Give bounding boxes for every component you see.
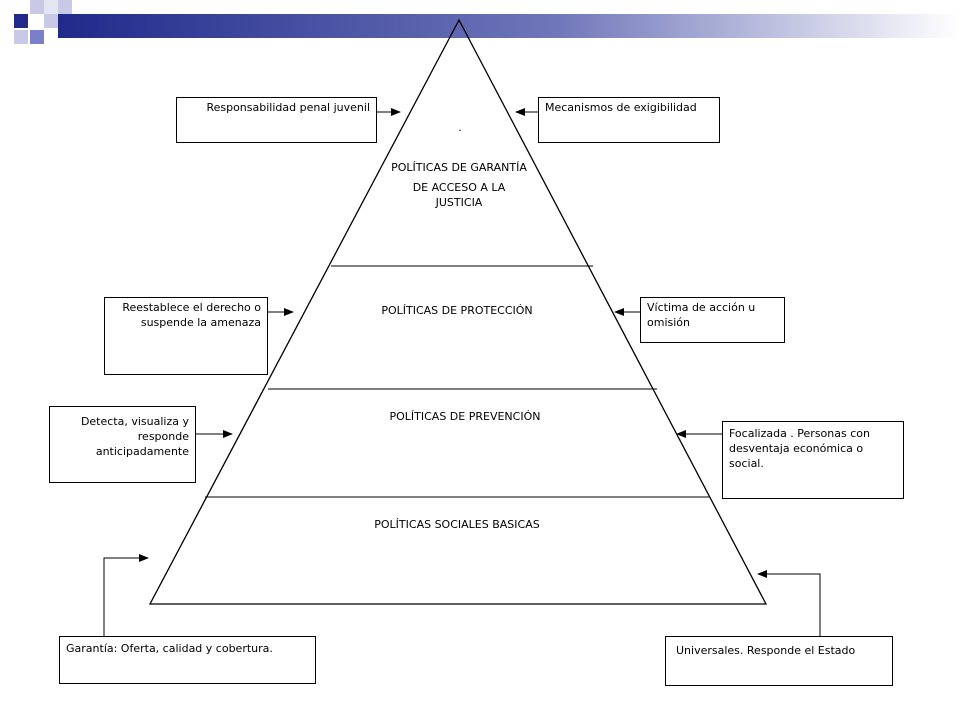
header-decoration: [14, 0, 960, 44]
box-text: social.: [729, 457, 764, 470]
box-text: anticipadamente: [95, 445, 189, 458]
level-title-proteccion: POLÍTICAS DE PROTECCIÓN: [381, 304, 533, 317]
victima-box: Víctima de acción u omisión: [640, 297, 785, 343]
decor-square: [14, 14, 28, 28]
level-title-line: DE ACCESO A LA: [412, 181, 506, 194]
detecta-box: Detecta, visualiza y responde anticipada…: [49, 406, 196, 483]
box-text: suspende la amenaza: [140, 316, 261, 329]
decor-square: [30, 30, 44, 44]
box-text: Garantía: Oferta, calidad y cobertura.: [66, 642, 273, 655]
level-title-line: JUSTICIA: [435, 196, 483, 209]
reestablece-box: Reestablece el derecho o suspende la ame…: [104, 297, 268, 375]
box-text: Universales. Responde el Estado: [676, 644, 856, 657]
decor-square: [58, 0, 72, 14]
arrow-elbow-right: [757, 570, 821, 636]
box-text: Mecanismos de exigibilidad: [545, 101, 697, 114]
mecanismos-box: Mecanismos de exigibilidad: [538, 97, 720, 143]
responsabilidad-box: Responsabilidad penal juvenil: [176, 97, 377, 143]
focalizada-box: Focalizada . Personas con desventaja eco…: [722, 421, 904, 499]
box-text: desventaja económica o: [729, 442, 864, 455]
pyramid-outline: [148, 18, 768, 605]
decor-square: [44, 0, 58, 14]
universales-box: Universales. Responde el Estado: [665, 636, 893, 686]
box-text: Víctima de acción u: [647, 301, 756, 314]
level-title-line: POLÍTICAS DE GARANTÍA: [391, 161, 527, 174]
decor-square: [44, 14, 58, 28]
decor-square: [30, 0, 44, 14]
decor-square: [14, 30, 28, 44]
box-text: Detecta, visualiza y: [80, 415, 189, 428]
level-title-sociales: POLÍTICAS SOCIALES BASICAS: [374, 518, 540, 531]
pyramid-dot: .: [458, 121, 462, 134]
box-text: responde: [137, 430, 189, 443]
header-gradient-bar: [58, 14, 960, 38]
box-text: Responsabilidad penal juvenil: [206, 101, 370, 114]
level-title-garantia: POLÍTICAS DE GARANTÍA DE ACCESO A LA JUS…: [359, 160, 559, 210]
box-text: Reestablece el derecho o: [122, 301, 261, 314]
arrow-elbow-left: [103, 554, 149, 636]
level-title-prevencion: POLÍTICAS DE PREVENCIÓN: [389, 410, 541, 423]
box-text: omisión: [647, 316, 690, 329]
garantia-box: Garantía: Oferta, calidad y cobertura.: [59, 636, 316, 684]
box-text: Focalizada . Personas con: [729, 427, 870, 440]
